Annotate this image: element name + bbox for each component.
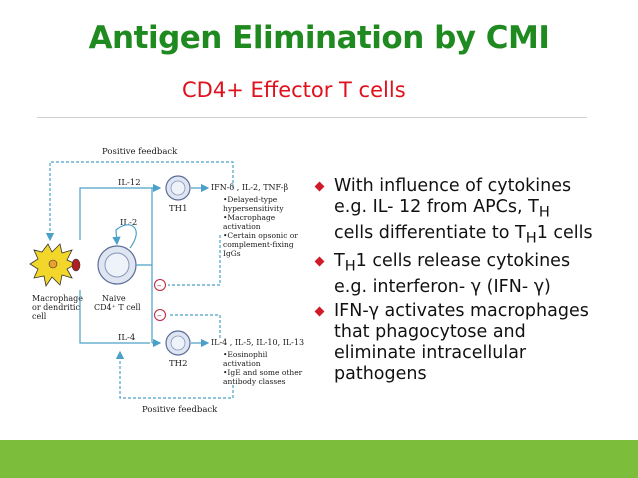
bullet-2-line-2: e.g. interferon- γ (IFN- γ) <box>334 276 551 297</box>
svg-text:–: – <box>157 312 162 322</box>
svg-text:–: – <box>157 282 162 292</box>
positive-feedback-top-label: Positive feedback <box>102 147 178 157</box>
th2-effect-2: activation <box>223 359 261 368</box>
bullet-1-line-2: e.g. IL- 12 from APCs, TH <box>334 197 550 221</box>
bullet-2-line-1: TH1 cells release cytokines <box>334 251 571 275</box>
macrophage-label-3: cell <box>32 312 47 321</box>
bullet-3: IFN-γ activates macrophages that phagocy… <box>312 301 632 385</box>
bullet-marker <box>314 181 325 192</box>
bullet-1: With influence of cytokines e.g. IL- 12 … <box>312 176 632 248</box>
bullet-marker <box>314 256 325 267</box>
il4-arrow <box>79 290 150 344</box>
naive-cell-label-1: Naive <box>102 294 126 303</box>
positive-feedback-bottom-label: Positive feedback <box>142 405 218 415</box>
th2-label: TH2 <box>169 359 188 369</box>
bullet-1-line-3: cells differentiate to TH1 cells <box>334 222 593 247</box>
th2-effect-1: •Eosinophil <box>223 350 268 359</box>
macrophage-label-1: Macrophage <box>32 294 83 303</box>
slide-subtitle: CD4+ Effector T cells <box>182 78 406 102</box>
branch-trunk <box>136 188 153 343</box>
th2-inhibits-th1-path <box>168 314 221 338</box>
il12-label: IL-12 <box>118 178 141 188</box>
bullet-2: TH1 cells release cytokines e.g. interfe… <box>312 251 632 298</box>
th2-cell <box>165 330 191 356</box>
bullet-list: With influence of cytokines e.g. IL- 12 … <box>312 176 632 388</box>
inhibit-symbol-1: – <box>154 279 166 292</box>
th1-effect-5: •Certain opsonic or <box>223 231 298 240</box>
th1-effect-3: •Macrophage <box>223 213 276 222</box>
naive-cell-label-2: CD4⁺ T cell <box>94 303 141 312</box>
th1-effect-2: hypersensitivity <box>223 204 284 213</box>
th1-effect-1: •Delayed-type <box>223 195 278 204</box>
th1-effect-6: complement-fixing <box>223 240 294 249</box>
bullet-3-line-2: that phagocytose and <box>334 321 526 342</box>
macrophage-label-2: or dendritic <box>32 303 80 312</box>
th-differentiation-diagram: Positive feedback IL-12 Macrophage or de… <box>29 147 304 415</box>
title-divider <box>37 117 587 118</box>
positive-feedback-top-path <box>45 161 234 242</box>
positive-feedback-bottom-path <box>115 350 234 399</box>
bullet-marker <box>314 306 325 316</box>
il2-label: IL-2 <box>120 218 137 228</box>
th1-cell <box>165 175 191 201</box>
slide-title: Antigen Elimination by CMI <box>88 20 550 56</box>
th1-inhibits-th2-path <box>168 235 221 286</box>
bullet-1-line-1: With influence of cytokines <box>334 176 572 196</box>
th1-label: TH1 <box>169 204 188 214</box>
th1-cytokines: IFN-δ , IL-2, TNF-β <box>211 183 288 192</box>
bullet-3-line-4: pathogens <box>334 363 427 384</box>
th2-cytokines: IL-4 , IL-5, IL-10, IL-13 <box>211 338 304 347</box>
footer-bar <box>0 440 638 478</box>
th2-effect-4: antibody classes <box>223 377 286 386</box>
il2-loop <box>112 224 137 249</box>
th1-effect-7: IgGs <box>223 249 241 258</box>
bullet-3-line-1: IFN-γ activates macrophages <box>334 300 589 321</box>
naive-t-cell <box>97 245 137 285</box>
il12-arrow <box>79 183 162 240</box>
th2-effect-3: •IgE and some other <box>223 368 303 377</box>
macrophage-cell <box>29 243 81 288</box>
bullet-3-line-3: eliminate intracellular <box>334 342 527 363</box>
il4-label: IL-4 <box>118 333 135 343</box>
inhibit-symbol-2: – <box>154 309 166 322</box>
th1-effect-4: activation <box>223 222 261 231</box>
